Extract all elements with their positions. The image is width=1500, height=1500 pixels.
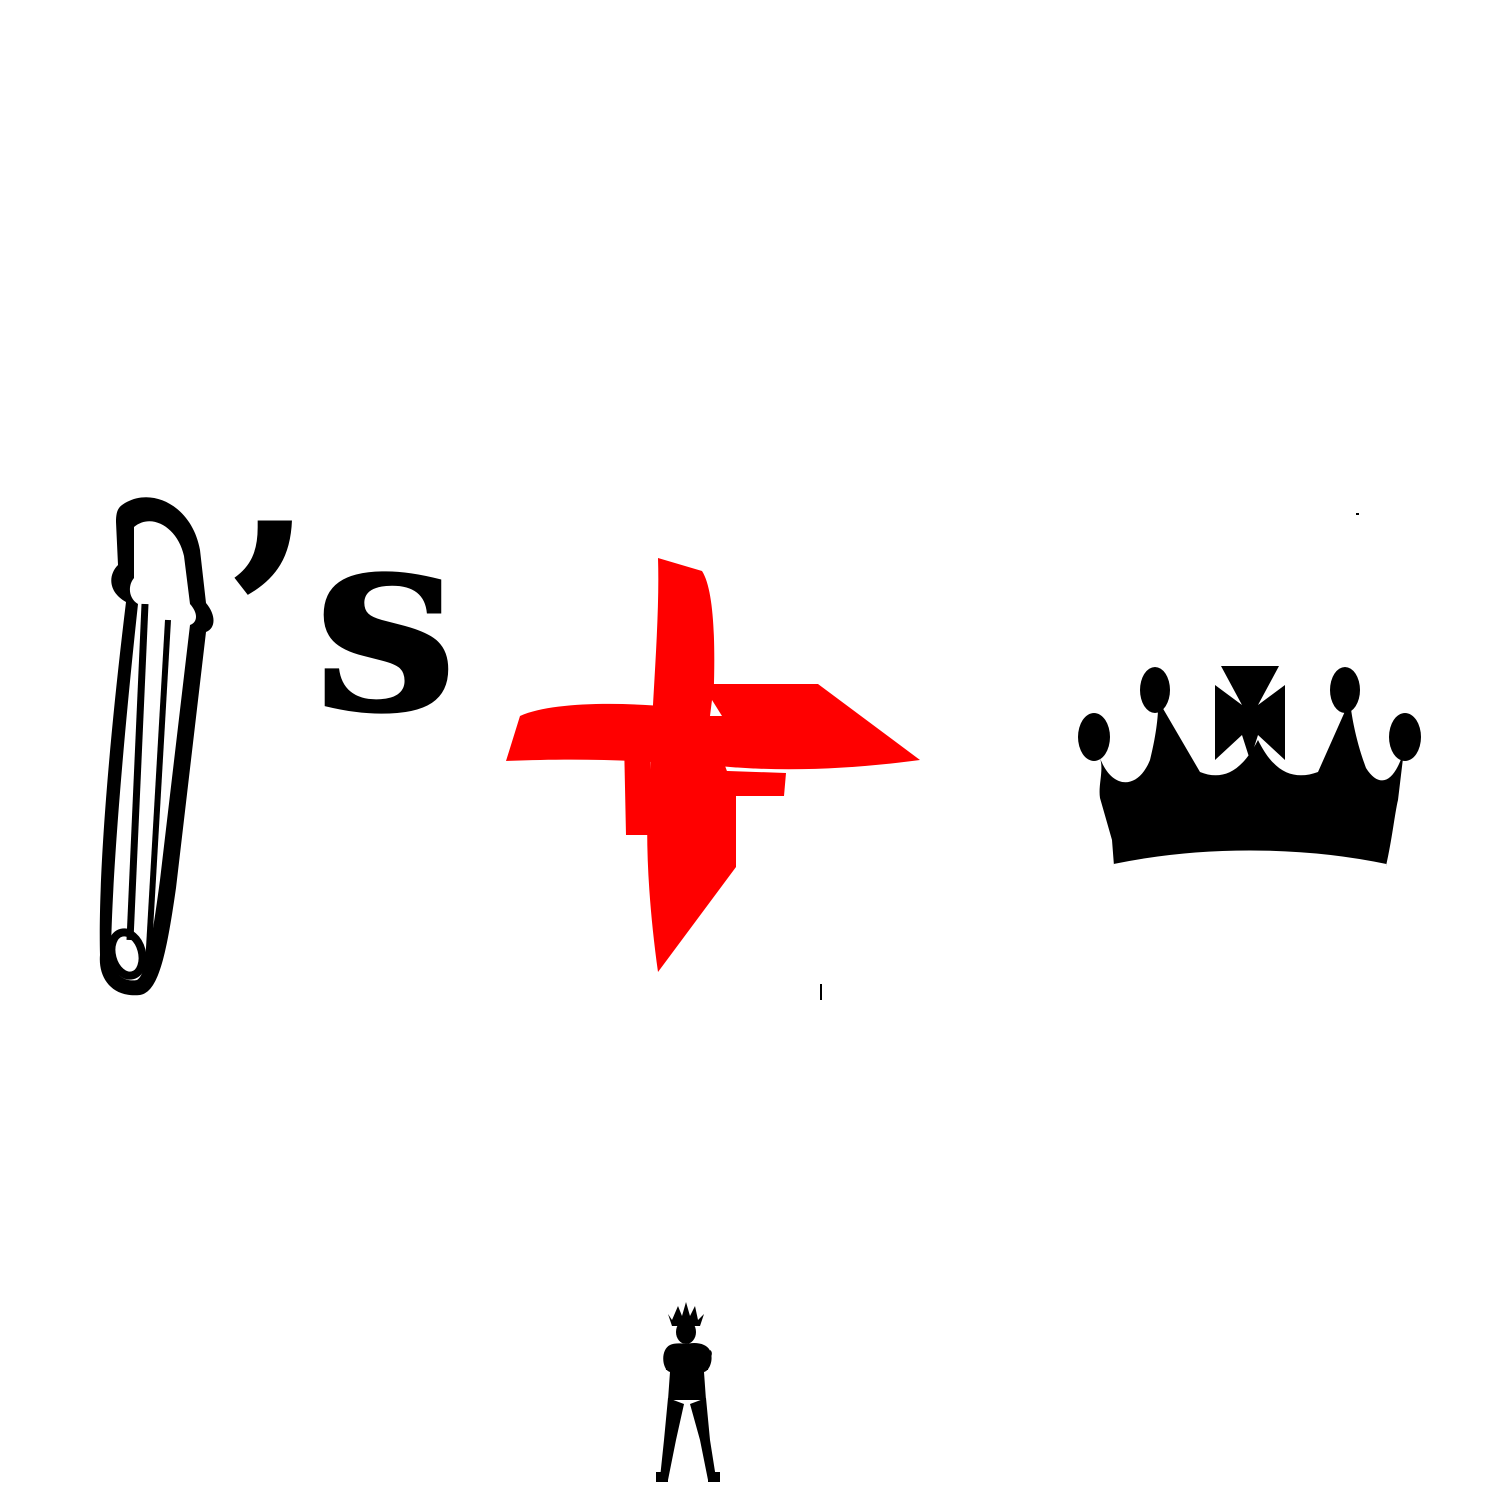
- stray-mark-icon: [820, 984, 822, 1000]
- crown-icon: [1078, 513, 1428, 876]
- safety-pin-icon: [88, 485, 225, 1006]
- red-cross-icon: [500, 552, 931, 983]
- apostrophe-s-text: ’s: [219, 464, 462, 775]
- apostrophe-s-label: ’s: [222, 467, 459, 772]
- punk-figure-icon: [651, 1295, 722, 1489]
